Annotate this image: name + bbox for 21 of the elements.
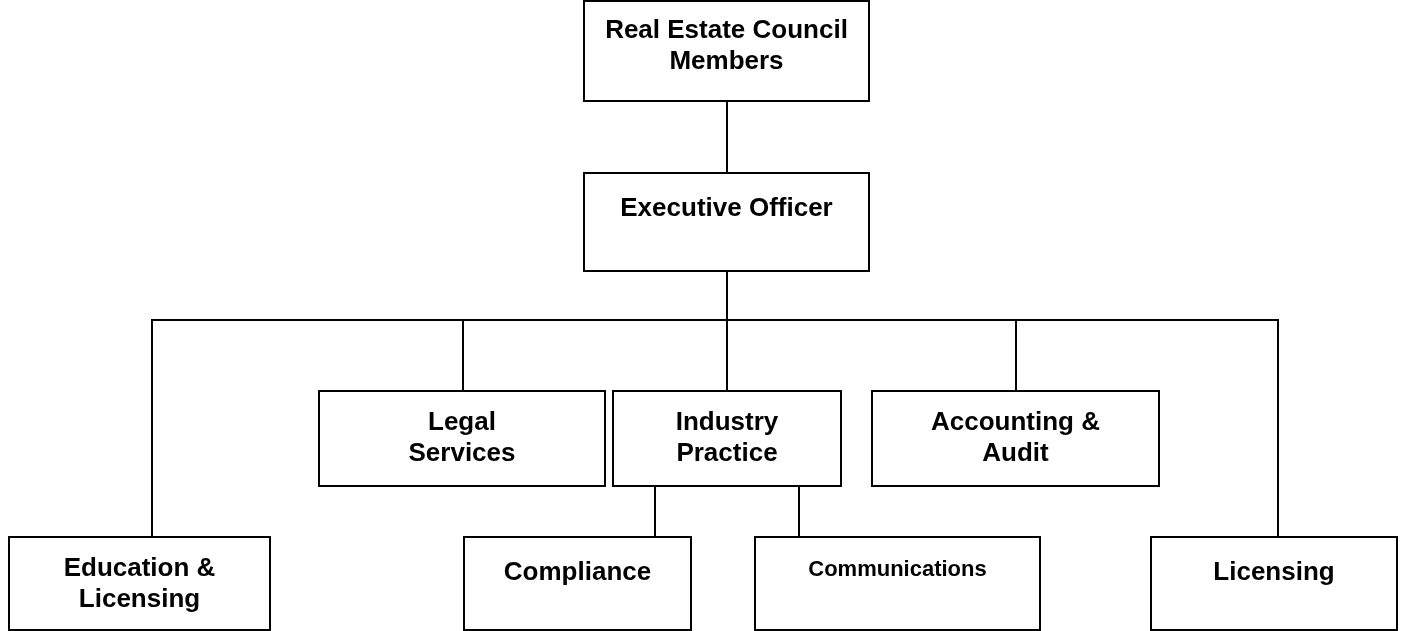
connector-line	[798, 486, 800, 537]
org-box	[1150, 536, 1398, 631]
box-title: Legal Services	[407, 406, 517, 469]
box-title: Accounting & Audit	[930, 406, 1101, 469]
org-box	[754, 536, 1041, 631]
box-title: Licensing	[1213, 556, 1335, 588]
box-title: Industry Practice	[674, 406, 780, 469]
org-box	[612, 390, 842, 487]
box-title: Education & Licensing	[62, 552, 217, 615]
org-box	[463, 536, 692, 631]
org-box	[871, 390, 1160, 487]
box-title: Communications	[808, 556, 987, 583]
org-box	[318, 390, 606, 487]
org-box	[8, 536, 271, 631]
org-box	[583, 0, 870, 102]
connector-line	[654, 486, 656, 537]
box-title: Compliance	[503, 556, 652, 588]
org-box	[583, 172, 870, 272]
box-title: Executive Officer	[620, 192, 833, 224]
box-title: Real Estate Council Members	[604, 14, 849, 77]
connector-line	[726, 101, 728, 173]
